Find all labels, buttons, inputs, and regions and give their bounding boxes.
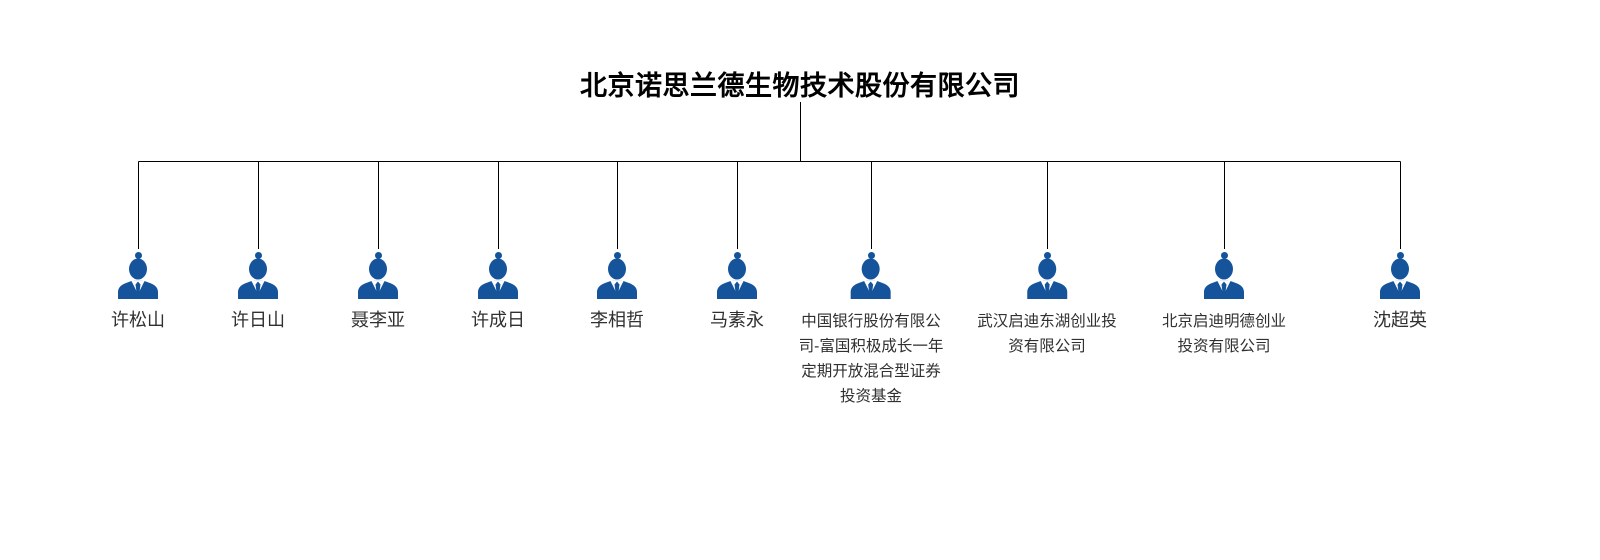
connector-dot [614,252,621,259]
person-icon [238,258,278,299]
org-node-4[interactable]: 许成日 [471,258,525,331]
connector-dot [868,252,875,259]
node-label: 许成日 [471,309,525,331]
person-icon [597,258,637,299]
org-node-7[interactable]: 中国银行股份有限公司-富国积极成长一年定期开放混合型证券投资基金 [799,258,944,409]
node-label-line: 聂李亚 [351,310,405,330]
person-icon [1026,258,1067,299]
org-node-8[interactable]: 武汉启迪东湖创业投资有限公司 [977,258,1117,359]
connector-dot [1044,252,1051,259]
connector-dot [1397,252,1404,259]
node-label-line: 资有限公司 [1008,338,1086,355]
person-icon [118,258,158,299]
node-label-line: 马素永 [710,310,764,330]
node-label: 马素永 [710,309,764,331]
node-label: 李相哲 [590,309,644,331]
connector-dot [495,252,502,259]
node-label-line: 许日山 [231,310,285,330]
org-node-9[interactable]: 北京启迪明德创业投资有限公司 [1162,258,1286,359]
node-label: 许日山 [231,309,285,331]
node-label: 北京启迪明德创业投资有限公司 [1162,309,1286,359]
org-node-10[interactable]: 沈超英 [1373,258,1427,331]
node-label: 中国银行股份有限公司-富国积极成长一年定期开放混合型证券投资基金 [799,309,944,409]
node-label-line: 许成日 [471,310,525,330]
connector-dot [255,252,262,259]
node-label-line: 定期开放混合型证券 [801,363,941,380]
node-label-line: 司-富国积极成长一年 [798,338,944,355]
org-node-5[interactable]: 李相哲 [590,258,644,331]
node-label-line: 投资基金 [839,388,903,405]
org-node-1[interactable]: 许松山 [111,258,165,331]
person-icon [850,258,891,299]
node-label-line: 许松山 [111,310,165,330]
person-icon [1380,258,1420,299]
node-label: 沈超英 [1373,309,1427,331]
node-label-line: 投资有限公司 [1177,338,1271,355]
connector-dot [734,252,741,259]
connector-dot [1221,252,1228,259]
connector-dot [135,252,142,259]
org-node-6[interactable]: 马素永 [710,258,764,331]
node-label: 聂李亚 [351,309,405,331]
org-node-3[interactable]: 聂李亚 [351,258,405,331]
node-label-line: 北京启迪明德创业 [1161,313,1287,330]
company-title: 北京诺思兰德生物技术股份有限公司 [580,71,1020,101]
node-label-line: 沈超英 [1373,310,1427,330]
node-label-line: 武汉启迪东湖创业投 [977,313,1117,330]
person-icon [358,258,398,299]
connector-dot [375,252,382,259]
node-label: 武汉启迪东湖创业投资有限公司 [977,309,1117,359]
node-label-line: 中国银行股份有限公 [801,313,941,330]
node-label: 许松山 [111,309,165,331]
person-icon [717,258,757,299]
person-icon [1203,258,1244,299]
org-node-2[interactable]: 许日山 [231,258,285,331]
node-label-line: 李相哲 [590,310,644,330]
person-icon [478,258,518,299]
